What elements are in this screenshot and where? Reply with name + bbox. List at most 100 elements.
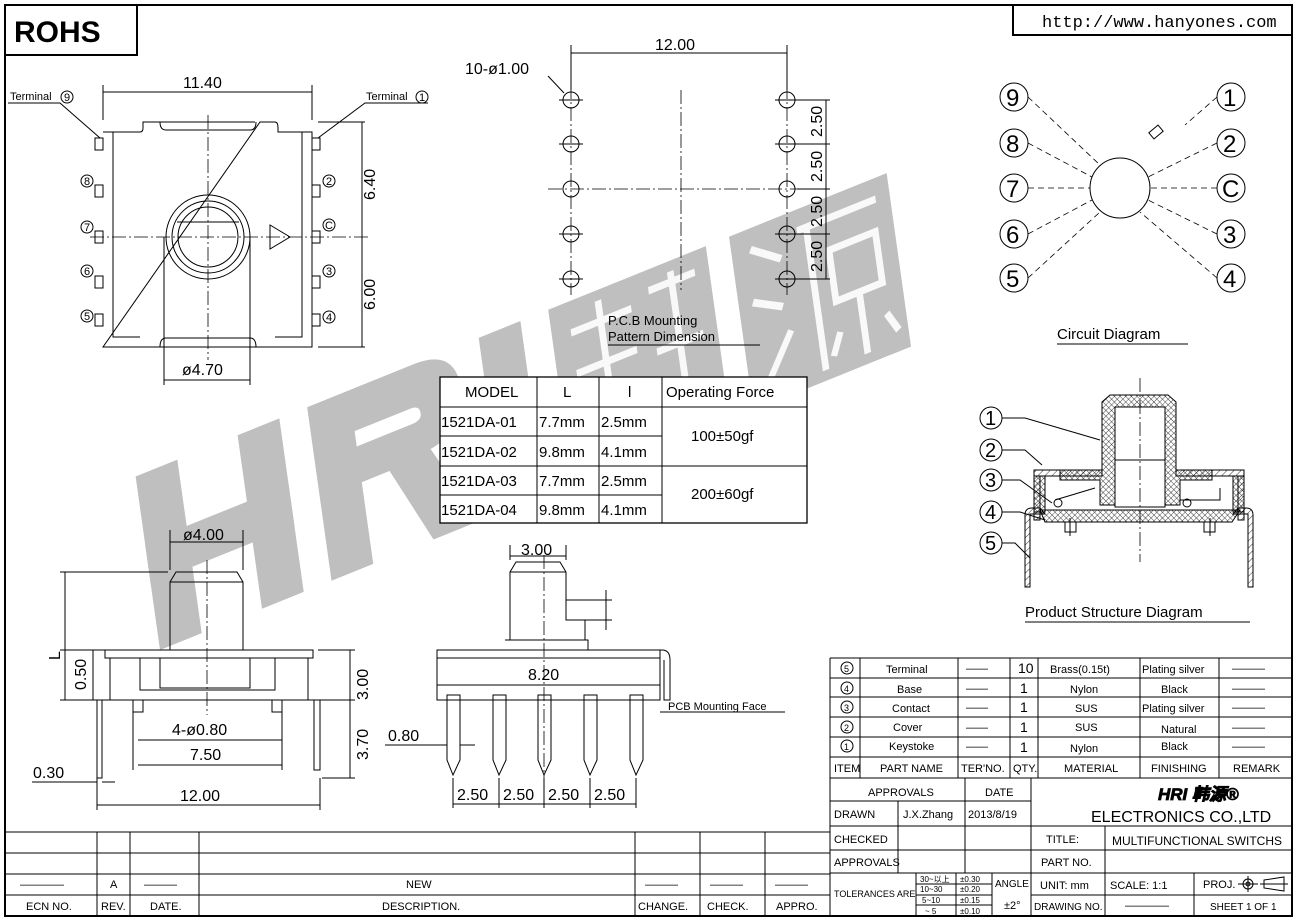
drawing-label: l	[628, 384, 631, 401]
drawing-label: L	[47, 651, 64, 660]
drawing-label: P.C.B Mounting	[608, 313, 697, 328]
drawing-label: ———	[1232, 702, 1265, 714]
force-2: 200±60gf	[691, 486, 754, 503]
drawing-label: C	[1222, 176, 1239, 203]
drawing-label: SCALE: 1:1	[1110, 880, 1167, 892]
drawing-label: 7	[1006, 176, 1019, 203]
drawing-label: ———	[1232, 683, 1265, 695]
drawing-label: J.X.Zhang	[903, 809, 953, 821]
drawing-label: MODEL	[465, 384, 518, 401]
drawing-label: Natural	[1161, 724, 1196, 736]
drawing-label: Cover	[893, 722, 923, 734]
drawing-label: APPROVALS	[868, 787, 934, 799]
drawing-label: 2	[1223, 131, 1236, 158]
drawing-label: 0.30	[33, 765, 64, 782]
drawing-label: 2.5mm	[601, 473, 647, 490]
drawing-label: 2013/8/19	[968, 809, 1017, 821]
drawing-label: 3.00	[521, 542, 552, 559]
drawing-label: 6	[84, 266, 90, 278]
drawing-label: 9.8mm	[539, 444, 585, 461]
drawing-label: 5	[985, 533, 996, 555]
drawing-label: 1	[1020, 719, 1028, 735]
drawing-label: ECN NO.	[26, 901, 72, 913]
hole-note: 10-ø1.00	[465, 61, 529, 78]
pcb-mounting-pattern: 12.00 10-ø1.00 2.50 2.50 2.50 2.50 P.C.B…	[465, 37, 830, 346]
drawing-label: 2.50	[809, 241, 826, 272]
dim-diameter: ø4.70	[182, 362, 223, 379]
front-view: 3.00 8.20 PCB Mounting Face 0.80 2.50 2.…	[385, 542, 785, 808]
drawing-label: 10~30	[920, 885, 943, 894]
drawing-label: NEW	[406, 879, 432, 891]
dim-upper: 6.40	[362, 169, 379, 200]
drawing-frame	[4, 4, 1293, 917]
drawing-label: Terminal	[886, 664, 928, 676]
drawing-label: Operating Force	[666, 384, 774, 401]
top-view: 11.40 6.40 6.00 ø4.70 Terminal Terminal …	[8, 75, 429, 385]
drawing-label: REMARK	[1233, 763, 1281, 775]
drawing-label: 1	[1223, 85, 1236, 112]
drawing-label: Product Structure Diagram	[1025, 604, 1203, 621]
drawing-label: APPRO.	[776, 901, 818, 913]
drawing-label: Brass(0.15t)	[1050, 664, 1110, 676]
pin-labels-left: 9 8 7 6 5	[60, 90, 94, 323]
drawing-label: 12.00	[180, 788, 220, 805]
drawing-label: 2	[326, 176, 332, 188]
pin-labels-right: 1 2 C 3 4	[322, 90, 429, 324]
drawing-label: 1521DA-03	[441, 473, 517, 490]
drawing-label: ROHS	[14, 16, 101, 49]
revision-row: ———— A ——— NEW ——— ——— ———	[20, 879, 808, 891]
drawing-label: MATERIAL	[1064, 763, 1118, 775]
drawing-label: 1521DA-02	[441, 444, 517, 461]
drawing-label: SUS	[1075, 703, 1098, 715]
force-1: 100±50gf	[691, 428, 754, 445]
drawing-label: ±0.10	[960, 907, 981, 916]
drawing-label: 3	[985, 470, 996, 492]
drawing-label: L	[563, 384, 571, 401]
drawing-label: ANGLE	[995, 879, 1029, 890]
drawing-label: ±0.30	[960, 875, 981, 884]
dim-width: 11.40	[183, 75, 222, 92]
drawing-title: MULTIFUNCTIONAL SWITCHS	[1112, 834, 1282, 848]
drawing-label: 3	[844, 703, 849, 713]
drawing-label: TITLE:	[1046, 834, 1079, 846]
drawing-label: ———	[1232, 741, 1265, 753]
drawing-label: ———	[144, 879, 177, 891]
drawing-label: 7.50	[190, 747, 221, 764]
drawing-label: ±2°	[1004, 900, 1021, 912]
drawing-label: TOLERANCES ARE	[834, 889, 915, 899]
drawing-label: 7.7mm	[539, 414, 585, 431]
drawing-label: 1	[1020, 680, 1028, 696]
drawing-label: Pattern Dimension	[608, 329, 715, 344]
drawing-label: 7.7mm	[539, 473, 585, 490]
drawing-label: 1	[1020, 699, 1028, 715]
revision-table: ———— A ——— NEW ——— ——— ——— ECN NO. REV. …	[5, 831, 830, 916]
drawing-label: 1	[419, 92, 425, 104]
product-structure-diagram: 1 2 3 4 5 Product Structure Diagram	[979, 378, 1254, 623]
drawing-label: 5~10	[922, 896, 941, 905]
drawing-label: 2.50	[809, 151, 826, 182]
model-row: 1521DA-03 7.7mm 2.5mm	[441, 473, 647, 490]
drawing-label: CHANGE.	[638, 901, 688, 913]
pcb-dim-width: 12.00	[655, 37, 695, 54]
drawing-label: DRAWN	[834, 809, 875, 821]
drawing-label: UNIT: mm	[1040, 880, 1089, 892]
side-view: ø4.00 L 0.50 3.00 3.70 4-ø0.80 7.50 12.0…	[32, 527, 372, 810]
drawing-label: 5	[844, 664, 849, 674]
drawing-label: 1	[1020, 739, 1028, 755]
drawing-label: 1521DA-04	[441, 502, 517, 519]
terminal-label-left: Terminal	[10, 91, 52, 103]
drawing-label: ———	[1232, 663, 1265, 675]
drawing-label: ——	[966, 722, 988, 734]
drawing-label: 5	[1006, 266, 1019, 293]
drawing-label: ————	[20, 879, 64, 891]
drawing-label: 6	[1006, 222, 1019, 249]
drawing-label: Plating silver	[1142, 703, 1205, 715]
terminal-pins	[94, 137, 321, 327]
drawing-label: ø4.00	[183, 527, 224, 544]
